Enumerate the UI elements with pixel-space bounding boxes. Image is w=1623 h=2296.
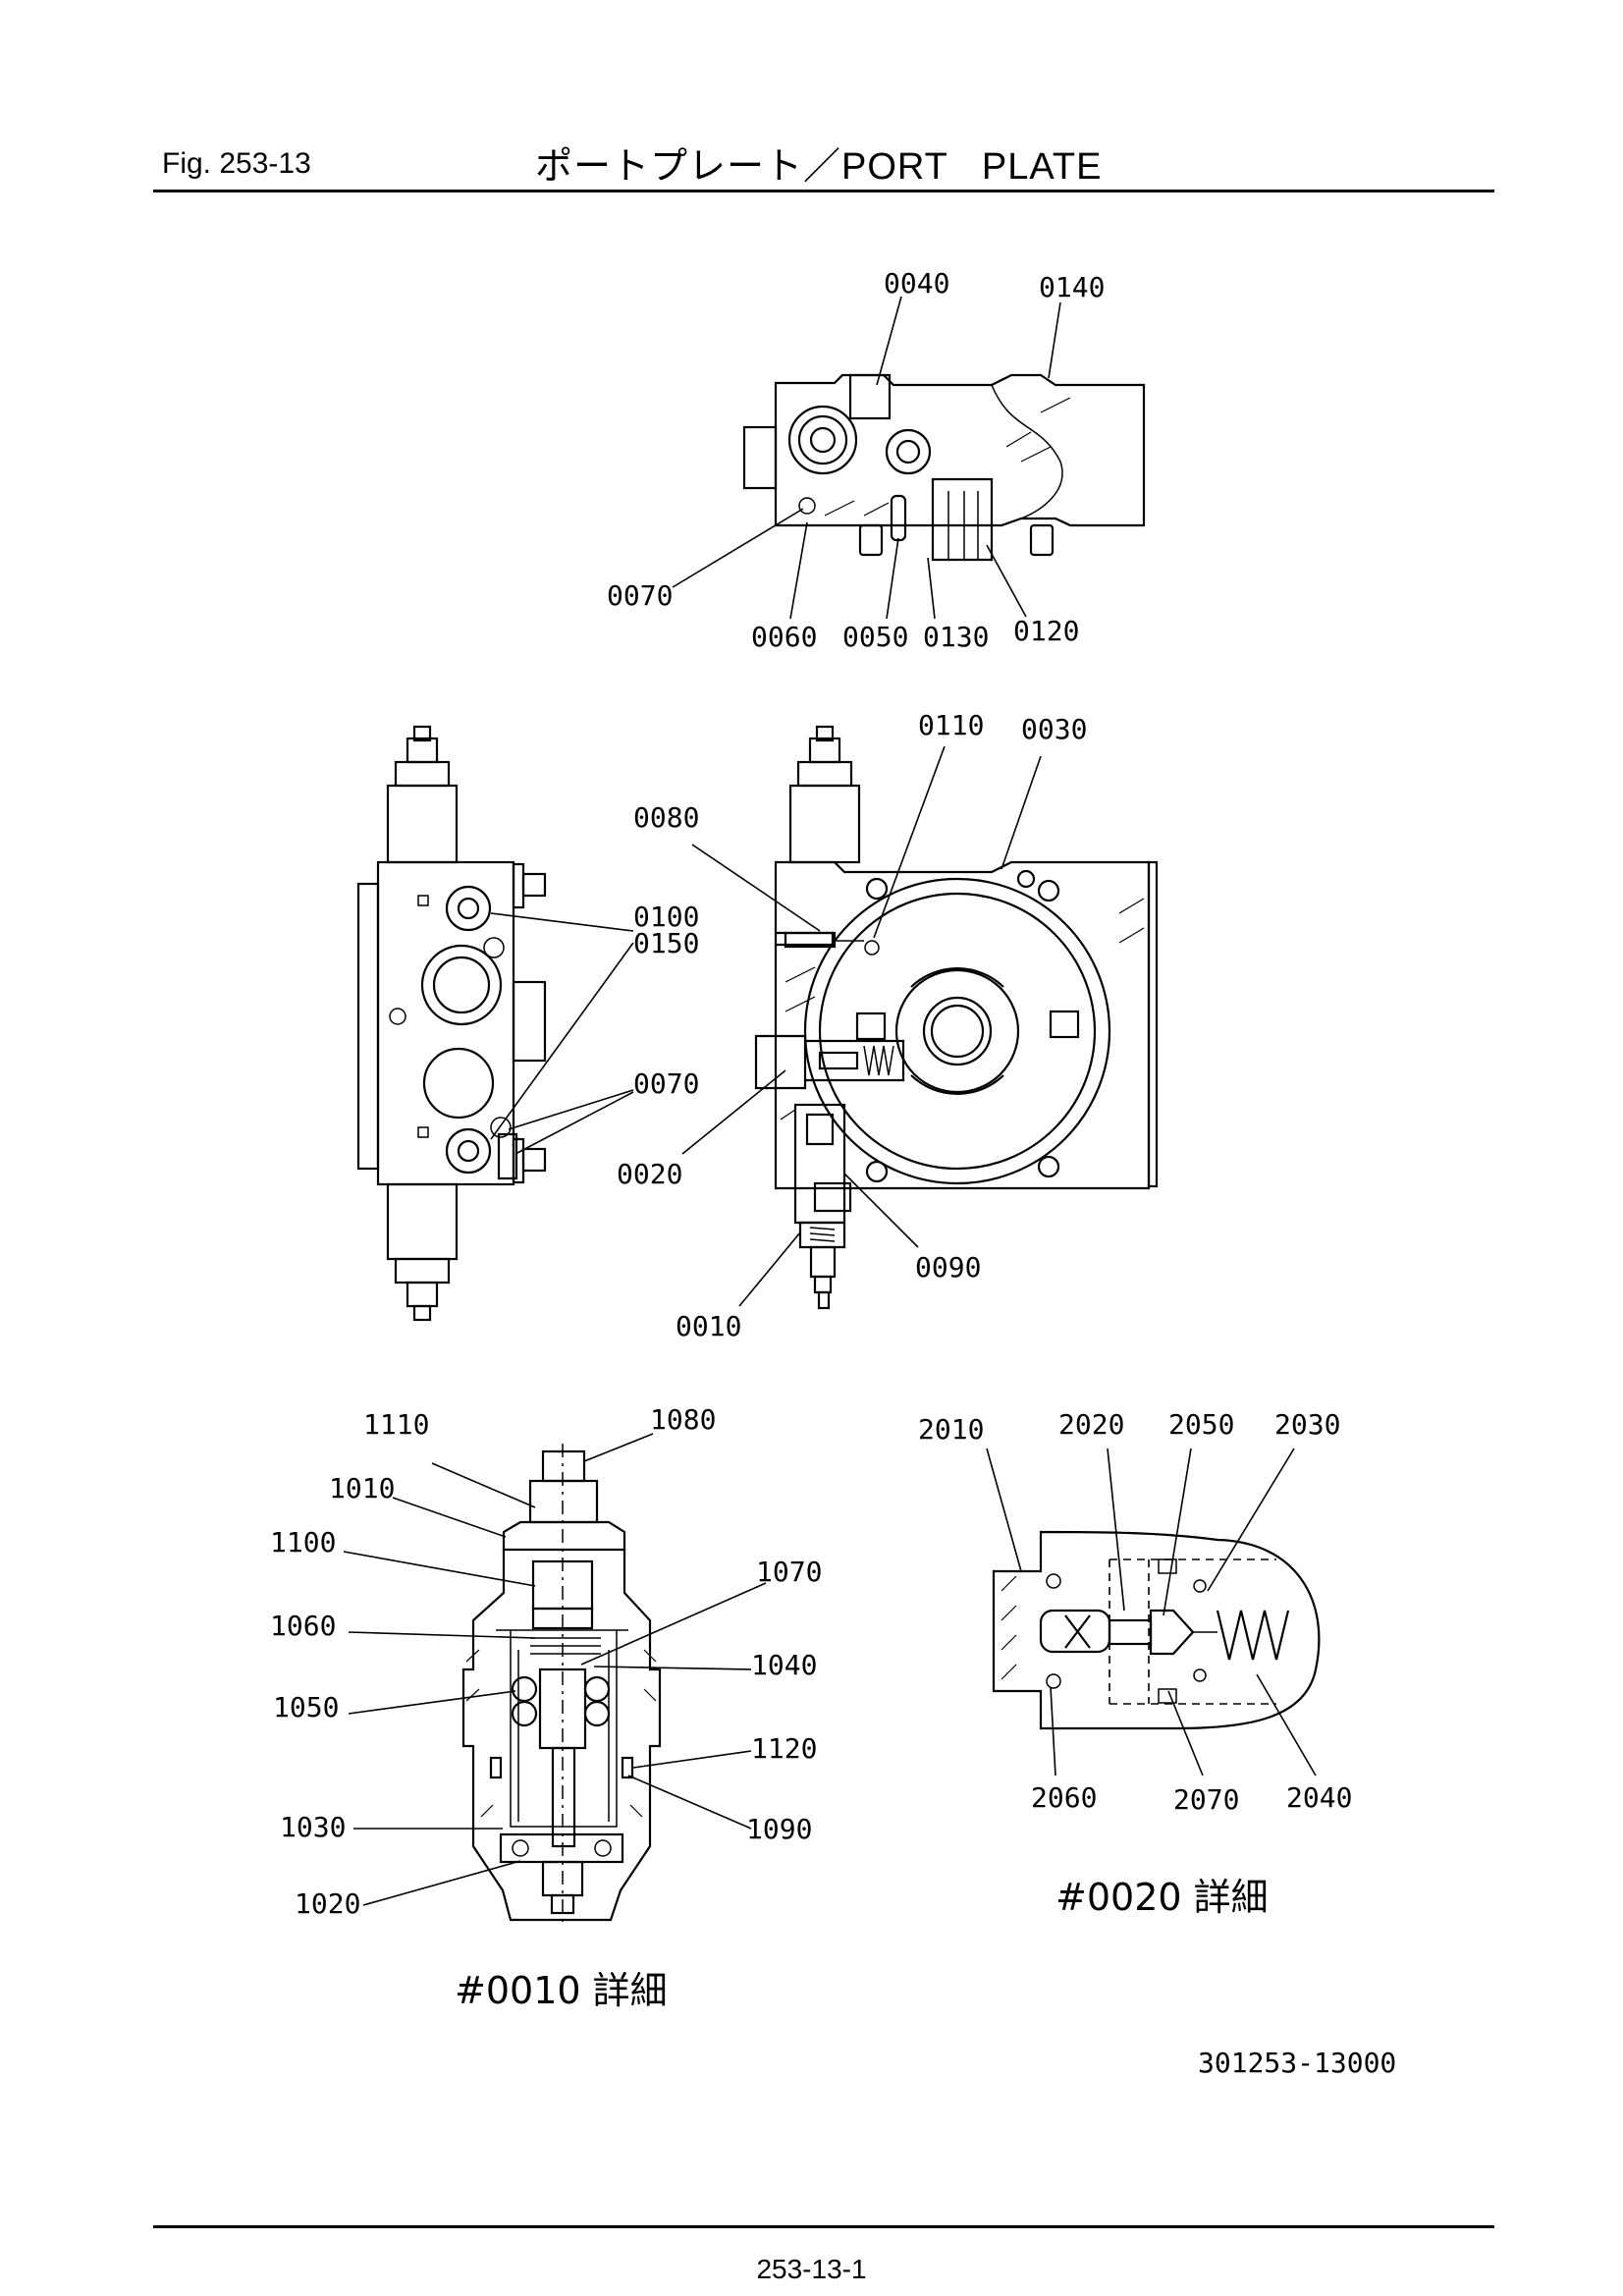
callout-0060: 0060 xyxy=(751,621,817,653)
callout-2010: 2010 xyxy=(918,1413,984,1446)
page-title: ポートプレート／PORT PLATE xyxy=(535,146,1103,188)
port-plate-side-view xyxy=(356,725,547,1322)
front-view-leaders xyxy=(681,745,1042,1307)
callout-0140: 0140 xyxy=(1039,271,1105,303)
callout-labels-front: 0110 0030 0080 0090 0010 xyxy=(633,709,1087,1342)
header-rule xyxy=(153,190,1494,192)
callout-1010: 1010 xyxy=(329,1472,395,1504)
port-plate-top-view xyxy=(742,373,1146,562)
detail-0010-drawing xyxy=(461,1444,662,1925)
detail-0020-caption: #0020 詳細 xyxy=(1055,1876,1269,1919)
callout-0030: 0030 xyxy=(1021,713,1087,745)
callout-0120: 0120 xyxy=(1013,615,1079,647)
document-number: 301253-13000 xyxy=(1198,2047,1396,2079)
callout-0070-top: 0070 xyxy=(607,579,673,612)
callout-2070: 2070 xyxy=(1173,1783,1239,1816)
callout-1120: 1120 xyxy=(751,1732,817,1765)
top-view-leaders xyxy=(672,296,1061,620)
callout-2030: 2030 xyxy=(1274,1408,1340,1441)
callout-labels-detail-0020: 2010 2020 2050 2030 2060 2070 2040 xyxy=(918,1408,1352,1816)
callout-0130: 0130 xyxy=(923,621,989,653)
detail-0010-leaders xyxy=(343,1433,767,1906)
detail-0010-caption: #0010 詳細 xyxy=(455,1969,668,2012)
callout-0070-side: 0070 xyxy=(633,1067,699,1100)
callout-0090: 0090 xyxy=(915,1251,981,1284)
callout-1110: 1110 xyxy=(363,1408,429,1441)
callout-1040: 1040 xyxy=(751,1649,817,1681)
callout-1030: 1030 xyxy=(280,1811,346,1843)
callout-0110: 0110 xyxy=(918,709,984,741)
callout-0100: 0100 xyxy=(633,901,699,933)
callout-0050: 0050 xyxy=(842,621,908,653)
callout-1070: 1070 xyxy=(756,1556,822,1588)
detail-0020-leaders xyxy=(986,1448,1317,1777)
page-number: 253-13-1 xyxy=(756,2254,867,2284)
port-plate-front-view xyxy=(754,725,1159,1310)
callout-0040: 0040 xyxy=(884,267,949,300)
callout-1100: 1100 xyxy=(270,1526,336,1558)
footer-rule xyxy=(153,2225,1494,2228)
callout-1080: 1080 xyxy=(650,1403,716,1436)
figure-number: Fig. 253-13 xyxy=(162,147,311,180)
callout-0010: 0010 xyxy=(676,1310,741,1342)
callout-2020: 2020 xyxy=(1058,1408,1124,1441)
callout-labels-top: 0040 0140 0070 0060 0050 0130 0120 xyxy=(607,267,1105,653)
callout-2050: 2050 xyxy=(1168,1408,1234,1441)
callout-labels-detail-0010: 1110 1080 1010 1100 1070 1060 1040 1050 … xyxy=(270,1403,822,1920)
callout-labels-side: 0100 0150 0070 0020 xyxy=(617,901,699,1190)
callout-2060: 2060 xyxy=(1031,1781,1097,1814)
callout-1060: 1060 xyxy=(270,1610,336,1642)
callout-0080: 0080 xyxy=(633,801,699,834)
detail-0020-drawing xyxy=(992,1530,1321,1730)
callout-0150: 0150 xyxy=(633,927,699,959)
callout-0020: 0020 xyxy=(617,1158,682,1190)
callout-2040: 2040 xyxy=(1286,1781,1352,1814)
callout-1050: 1050 xyxy=(273,1691,339,1723)
callout-1090: 1090 xyxy=(746,1813,812,1845)
side-view-leaders xyxy=(490,912,634,1155)
callout-1020: 1020 xyxy=(295,1887,360,1920)
